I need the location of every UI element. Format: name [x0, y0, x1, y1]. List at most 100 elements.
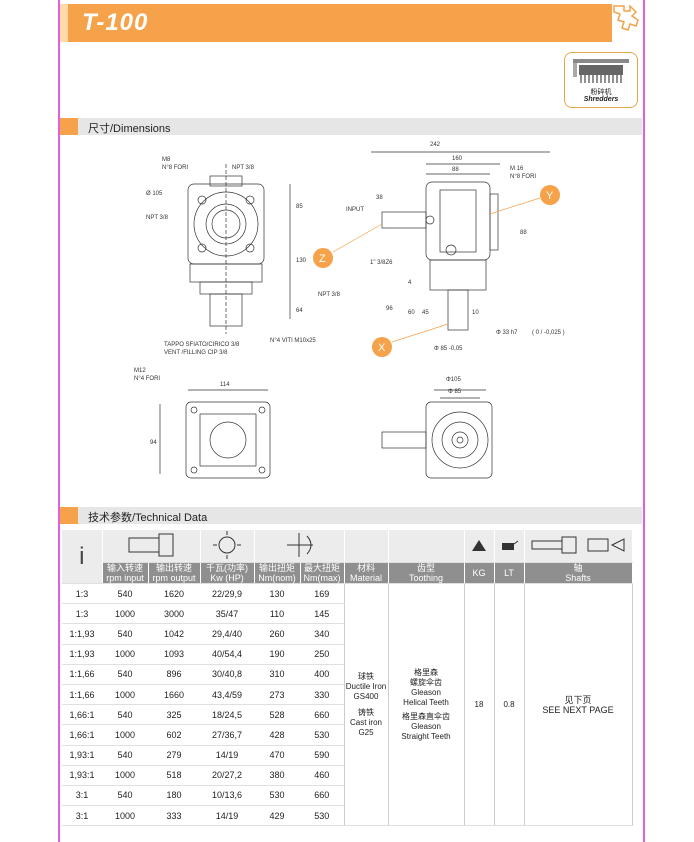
oil-icon [494, 530, 525, 563]
torque-icon [254, 530, 345, 563]
cell-nm-max: 330 [300, 684, 344, 706]
label-d85: 85 [296, 204, 303, 210]
label-n8fori2: N°8 FORI [510, 174, 536, 180]
col-kg: KG [464, 562, 495, 584]
cell-nm-nom: 310 [254, 664, 300, 685]
cell-rpm-in: 1000 [102, 805, 148, 827]
toothing-cell: 格里森 螺旋伞齿 Gleason Helical Teeth 格里森直伞齿 Gl… [387, 583, 465, 827]
lt-cell: 0.8 [493, 583, 525, 827]
material-cell: 球铁 Ductile Iron GS400 铸铁 Cast iron G25 [343, 583, 389, 827]
cell-nm-max: 460 [300, 765, 344, 786]
ratio-symbol: i [62, 530, 103, 584]
label-phi33: Φ 33 h7 [496, 330, 518, 336]
badge-en-label: Shredders [583, 96, 619, 103]
col-toothing: 齿型 Toothing [388, 562, 465, 584]
label-npt38b: NPT 3/8 [146, 215, 169, 221]
cell-rpm-in: 540 [102, 623, 148, 645]
shafts-cell: 见下页 SEE NEXT PAGE [523, 583, 633, 827]
label-d60: 60 [408, 310, 415, 316]
label-m16: M 16 [510, 166, 524, 172]
cell-nm-max: 660 [300, 704, 344, 726]
table-row: 1:3 540 1620 22/29,9 130 169 球铁 Ductile … [62, 583, 633, 827]
label-phi85: Φ 85 -0,05 [434, 346, 463, 352]
cell-rpm-out: 1042 [148, 623, 200, 645]
cell-kw: 14/19 [200, 745, 254, 766]
side-view [371, 151, 550, 331]
label-n4viti: N°4 VITI M10x25 [270, 338, 316, 344]
cell-nm-nom: 428 [254, 724, 300, 746]
power-icon [200, 530, 255, 563]
label-d4: 4 [408, 280, 412, 286]
cell-kw: 29,4/40 [200, 623, 254, 645]
cell-rpm-in: 540 [102, 745, 148, 766]
cell-rpm-out: 1660 [148, 684, 200, 706]
dimension-drawing: M8 N°8 FORI NPT 3/8 Ø 105 NPT 3/8 85 130… [134, 142, 565, 479]
col-rpm-output: 输出转速 rpm output [148, 562, 201, 584]
label-d94: 94 [150, 440, 157, 446]
cell-rpm-in: 1000 [102, 684, 148, 706]
label-phi105: Ø 105 [146, 191, 163, 197]
cell-nm-nom: 130 [254, 583, 300, 605]
shaft-speed-icon [102, 530, 201, 563]
cell-kw: 35/47 [200, 603, 254, 625]
label-n4fori: N°4 FORI [134, 376, 160, 382]
cell-rpm-out: 1620 [148, 583, 200, 605]
col-kw: 千瓦(功率) Kw (HP) [200, 562, 255, 584]
bottom-view [159, 389, 271, 479]
label-d45: 45 [422, 310, 429, 316]
cell-ratio: 3:1 [62, 785, 102, 807]
cell-kw: 10/13,6 [200, 785, 254, 807]
cell-kw: 27/36,7 [200, 724, 254, 746]
cell-nm-max: 590 [300, 745, 344, 766]
callout-y: Y [489, 185, 560, 215]
cell-rpm-in: 540 [102, 583, 148, 605]
cell-nm-nom: 380 [254, 765, 300, 786]
label-d114: 114 [220, 382, 230, 388]
cell-ratio: 1,93:1 [62, 745, 102, 766]
cell-rpm-in: 1000 [102, 765, 148, 786]
label-m8: M8 [162, 157, 171, 163]
svg-text:X: X [378, 342, 386, 354]
cell-nm-max: 660 [300, 785, 344, 807]
cell-nm-max: 169 [300, 583, 344, 605]
cell-kw: 22/29,9 [200, 583, 254, 605]
cell-nm-max: 530 [300, 805, 344, 827]
cell-ratio: 1,66:1 [62, 704, 102, 726]
col-shafts: 轴 Shafts [524, 562, 633, 584]
application-badge: 粉碎机 Shredders [564, 52, 638, 108]
cell-nm-nom: 260 [254, 623, 300, 645]
label-tappo2: VENT /FILLING CIP 3/8 [164, 350, 228, 356]
cell-nm-nom: 273 [254, 684, 300, 706]
cell-kw: 14/19 [200, 805, 254, 827]
shafts-icon [524, 530, 633, 563]
label-n8fori: N°8 FORI [162, 165, 188, 171]
callout-x: X [372, 323, 449, 357]
label-d88: 88 [452, 167, 459, 173]
cell-nm-max: 250 [300, 644, 344, 665]
label-m12: M12 [134, 368, 146, 374]
cell-ratio: 1:1,66 [62, 684, 102, 706]
svg-text:Z: Z [319, 253, 326, 265]
cell-rpm-out: 602 [148, 724, 200, 746]
cell-nm-nom: 470 [254, 745, 300, 766]
label-d96: 96 [386, 306, 393, 312]
cell-ratio: 1:1,93 [62, 623, 102, 645]
col-lt: LT [494, 562, 525, 584]
cell-rpm-in: 540 [102, 785, 148, 807]
cell-nm-nom: 528 [254, 704, 300, 726]
label-input: INPUT [346, 207, 364, 213]
label-tappo1: TAPPO SFIATO/CIRICO 3/8 [164, 342, 240, 348]
label-d38: 38 [376, 195, 383, 201]
label-npt38a: NPT 3/8 [232, 165, 255, 171]
page-title: T-100 [82, 9, 149, 36]
cell-nm-max: 145 [300, 603, 344, 625]
col-material: 材料 Material [344, 562, 389, 584]
col-rpm-input: 输入转速 rpm input [102, 562, 149, 584]
